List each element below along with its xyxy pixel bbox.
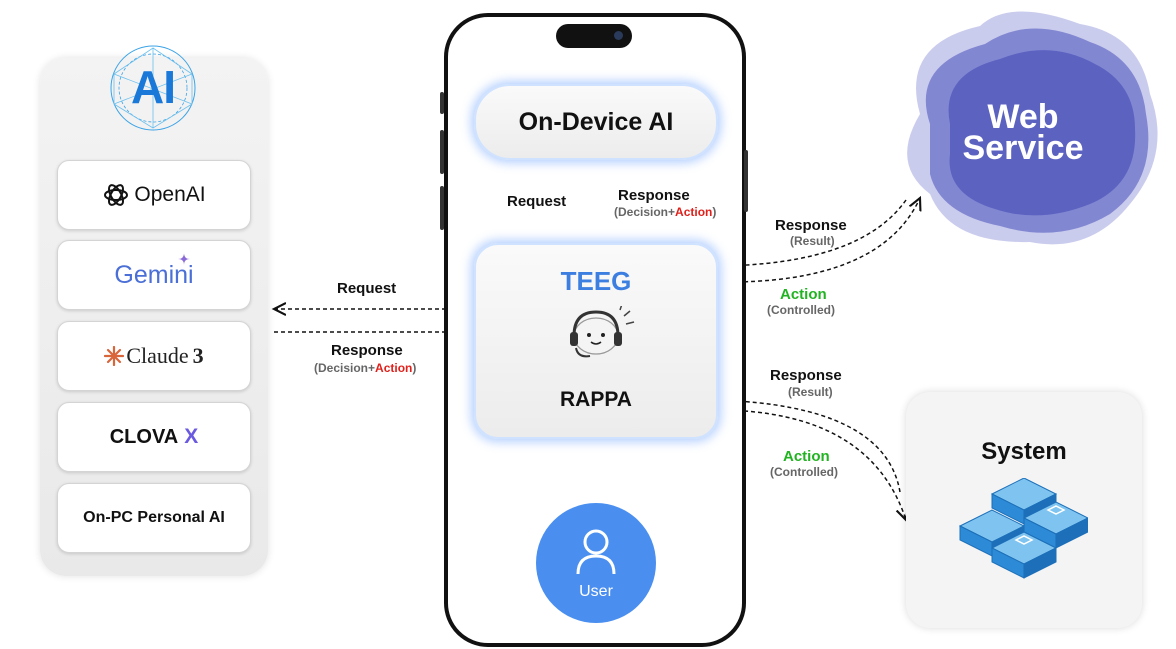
- ai-item-gemini[interactable]: Gemini: [57, 240, 251, 310]
- phone-side-button: [440, 130, 444, 174]
- clova-label: CLOVA: [109, 425, 179, 448]
- system-response-result: (Result): [788, 385, 833, 399]
- user-avatar[interactable]: [536, 503, 656, 623]
- system-action-label: Action: [783, 448, 830, 465]
- web-service-title: Web Service: [930, 98, 1116, 167]
- gemini-label: Gemini: [114, 260, 194, 289]
- top-response-label: Response: [618, 187, 690, 204]
- web-response-arrow: [716, 199, 907, 266]
- web-service-line1: Web: [987, 98, 1059, 136]
- web-action-arrow: [715, 198, 920, 283]
- left-request-label: Request: [337, 280, 397, 297]
- on-pc-label: On-PC Personal AI: [83, 509, 225, 526]
- clova-x-mark: X: [184, 425, 199, 448]
- user-icon: [576, 529, 616, 575]
- server-blocks-icon: [958, 478, 1088, 579]
- claude-version: 3: [192, 343, 204, 368]
- openai-icon: [104, 184, 129, 206]
- rappa-label: RAPPA: [560, 388, 632, 411]
- web-action-label: Action: [780, 286, 827, 303]
- openai-label: OpenAI: [134, 183, 206, 206]
- web-response-result: (Result): [790, 234, 835, 248]
- ai-item-claude[interactable]: Claude 3: [57, 321, 251, 391]
- web-service-line2: Service: [962, 129, 1084, 167]
- ai-network-icon: [110, 45, 196, 131]
- system-response-label: Response: [770, 367, 842, 384]
- top-request-label: Request: [507, 193, 567, 210]
- assistant-bot-icon: [570, 306, 635, 358]
- web-response-label: Response: [775, 217, 847, 234]
- claude-label: Claude: [126, 343, 189, 368]
- system-action-arrow: [715, 409, 906, 520]
- left-response-detail: (Decision+Action): [314, 361, 417, 375]
- on-device-ai-box[interactable]: On-Device AI: [474, 84, 718, 160]
- web-service-cloud[interactable]: [890, 4, 1176, 254]
- teeg-label: TEEG: [560, 266, 632, 296]
- user-label: User: [579, 583, 613, 600]
- phone-side-button: [440, 186, 444, 230]
- ai-item-clova[interactable]: CLOVA X: [57, 402, 251, 472]
- left-response-label: Response: [331, 342, 403, 359]
- top-response-detail: (Decision+Action): [614, 205, 717, 219]
- ai-logo: AI: [104, 44, 202, 132]
- phone-side-button: [440, 92, 444, 114]
- phone-side-button: [744, 150, 748, 212]
- claude-sunburst-icon: [104, 346, 125, 366]
- ai-logo-text: AI: [131, 61, 176, 113]
- system-response-arrow: [716, 400, 901, 493]
- camera-dot: [614, 31, 623, 40]
- system-action-controlled: (Controlled): [770, 465, 838, 479]
- ai-item-openai[interactable]: OpenAI: [57, 160, 251, 230]
- web-action-controlled: (Controlled): [767, 303, 835, 317]
- gemini-sparkle-icon: [178, 253, 190, 265]
- on-device-ai-label: On-Device AI: [518, 107, 674, 136]
- ai-item-on-pc[interactable]: On-PC Personal AI: [57, 483, 251, 553]
- system-title: System: [981, 438, 1067, 465]
